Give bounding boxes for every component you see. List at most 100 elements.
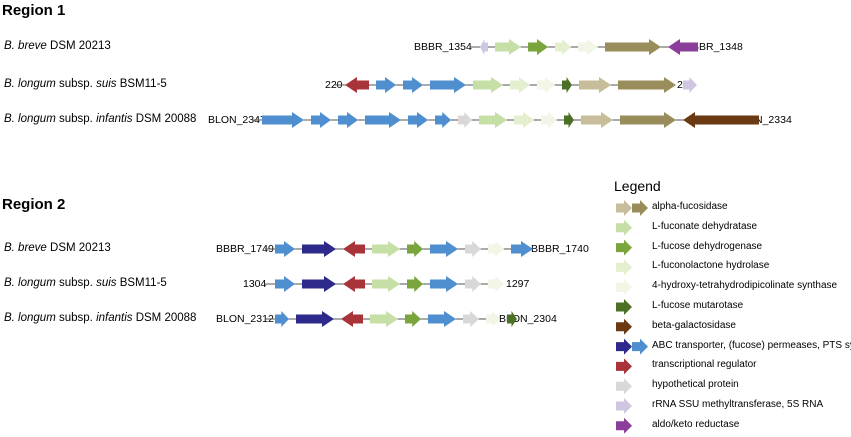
organism-label-r2-suis: B. longum subsp. suis BSM11-5 [4, 277, 167, 289]
legend-label: L-fuconate dehydratase [652, 220, 758, 232]
gene-arrow-rrna-methyltransferase [480, 39, 488, 55]
organism-label-r2-infantis: B. longum subsp. infantis DSM 20088 [4, 312, 197, 324]
gene-arrow-hydroxy-synthase [537, 77, 555, 93]
legend-swatch-l-fucose-mutarotase [616, 299, 632, 315]
legend-label: beta-galactosidase [652, 319, 736, 331]
gene-arrow-l-fucose-dehydrogenase [405, 311, 421, 327]
gene-arrow-alpha-fucosidase-dark [605, 39, 661, 55]
legend-swatch-hydroxy-synthase [616, 279, 632, 296]
gene-arrow-l-fuconate-dehydratase [479, 112, 507, 128]
locus-right-r2-suis: 1297 [506, 278, 530, 290]
legend-label: transcriptional regulator [652, 359, 757, 371]
region-2-title: Region 2 [2, 196, 66, 213]
gene-arrow-l-fucose-dehydrogenase [407, 276, 423, 292]
organism-label-r1-suis: B. longum subsp. suis BSM11-5 [4, 78, 167, 90]
gene-arrow-abc-transporter-light [430, 276, 458, 292]
legend-label: alpha-fucosidase [652, 201, 728, 212]
gene-arrow-l-fucose-dehydrogenase [407, 241, 423, 257]
gene-arrow-alpha-fucosidase-light [581, 112, 613, 128]
locus-left-r1-infantis: BLON_2347 [208, 114, 266, 126]
gene-arrow-l-fucose-mutarotase [562, 77, 572, 93]
gene-arrow-hypothetical-protein [465, 276, 481, 292]
gene-arrow-abc-transporter-dark [296, 311, 334, 327]
gene-arrow-beta-galactosidase [683, 112, 759, 128]
gene-arrow-hypothetical-protein [463, 311, 479, 327]
organism-label-r2-breve: B. breve DSM 20213 [4, 242, 111, 254]
legend-swatch-l-fuconate-dehydratase [616, 219, 632, 236]
gene-arrow-abc-transporter-light [275, 311, 289, 327]
gene-arrow-abc-transporter-light [435, 112, 451, 128]
organism-label-r1-breve: B. breve DSM 20213 [4, 40, 111, 52]
gene-arrow-transcriptional-regulator [343, 241, 365, 257]
gene-arrow-abc-transporter-light [428, 311, 456, 327]
legend-swatch-alpha-fucosidase-dark [632, 200, 648, 216]
gene-arrow-abc-transporter-light [403, 77, 423, 93]
gene-arrow-hypothetical-protein [458, 112, 472, 128]
legend-label: ABC transporter, (fucose) permeases, PTS… [652, 339, 851, 351]
legend-swatch-l-fucose-dehydrogenase [616, 239, 632, 256]
legend-label: rRNA SSU methyltransferase, 5S RNA [652, 399, 824, 410]
locus-left-r2-infantis: BLON_2312 [216, 313, 274, 325]
region-1-title: Region 1 [2, 2, 66, 19]
gene-arrow-abc-transporter-light [430, 77, 466, 93]
legend-label: aldo/keto reductase [652, 418, 740, 430]
locus-left-r1-suis: 220 [325, 79, 343, 91]
gene-arrow-l-fuconolactone-hydrolase [514, 112, 534, 128]
legend-swatch-aldo-keto-reductase [616, 417, 632, 434]
gene-arrow-l-fuconate-dehydratase [372, 241, 400, 257]
gene-arrow-transcriptional-regulator [343, 276, 365, 292]
gene-arrow-l-fucose-mutarotase [564, 112, 574, 128]
legend-swatch-transcriptional-regulator [616, 358, 632, 375]
gene-arrow-transcriptional-regulator [341, 311, 363, 327]
legend-swatch-abc-transporter-dark [616, 338, 632, 355]
gene-arrow-alpha-fucosidase-dark [618, 77, 676, 93]
gene-arrow-abc-transporter-light [338, 112, 358, 128]
gene-arrow-abc-transporter-light [376, 77, 396, 93]
gene-arrow-hydroxy-synthase [488, 241, 504, 257]
locus-right-r2-breve: BBBR_1740 [531, 243, 589, 255]
legend-label: 4-hydroxy-tetrahydrodipicolinate synthas… [652, 280, 838, 292]
gene-arrow-l-fuconate-dehydratase [372, 276, 400, 292]
legend-swatch-beta-galactosidase [616, 318, 632, 335]
legend-swatch-abc-transporter-light [632, 338, 648, 355]
locus-right-r1-breve: BBBR_1348 [685, 41, 743, 53]
gene-arrow-transcriptional-regulator [345, 77, 369, 93]
legend-label: L-fuconolactone hydrolase [652, 260, 770, 272]
gene-arrow-l-fuconate-dehydratase [473, 77, 503, 93]
gene-arrow-hydroxy-synthase [578, 39, 598, 55]
locus-left-r1-breve: BBBR_1354 [414, 41, 472, 53]
organism-label-r1-infantis: B. longum subsp. infantis DSM 20088 [4, 113, 197, 125]
gene-arrow-l-fuconate-dehydratase [370, 311, 398, 327]
gene-arrow-l-fuconolactone-hydrolase [510, 77, 530, 93]
legend-label: L-fucose dehydrogenase [652, 240, 763, 252]
gene-arrow-abc-transporter-light [262, 112, 304, 128]
gene-arrow-abc-transporter-light [511, 241, 533, 257]
gene-arrow-l-fucose-dehydrogenase [528, 39, 548, 55]
legend-swatch-hypothetical-protein [616, 378, 632, 395]
gene-arrow-rrna-methyltransferase [683, 77, 697, 93]
gene-arrow-alpha-fucosidase-dark [620, 112, 676, 128]
legend-title: Legend [614, 178, 661, 194]
locus-left-r2-breve: BBBR_1749 [216, 243, 274, 255]
gene-arrow-hydroxy-synthase [541, 112, 557, 128]
gene-arrow-abc-transporter-light [365, 112, 401, 128]
gene-arrow-l-fuconate-dehydratase [495, 39, 521, 55]
gene-arrow-l-fucose-mutarotase [507, 311, 517, 327]
gene-arrow-abc-transporter-light [430, 241, 458, 257]
gene-arrow-abc-transporter-light [275, 241, 295, 257]
gene-arrow-abc-transporter-light [311, 112, 331, 128]
locus-left-r2-suis: 1304 [243, 278, 267, 290]
legend-swatch-rrna-methyltransferase [616, 398, 632, 414]
legend-swatch-l-fuconolactone-hydrolase [616, 259, 632, 276]
gene-arrow-alpha-fucosidase-light [579, 77, 611, 93]
gene-arrow-abc-transporter-dark [302, 241, 336, 257]
gene-arrow-abc-transporter-dark [302, 276, 336, 292]
legend-swatch-alpha-fucosidase-light [616, 200, 632, 216]
gene-arrow-abc-transporter-light [275, 276, 295, 292]
gene-arrow-aldo-keto-reductase [668, 39, 698, 55]
gene-arrow-abc-transporter-light [408, 112, 428, 128]
gene-arrow-hydroxy-synthase [486, 311, 500, 327]
legend-label: hypothetical protein [652, 379, 739, 391]
